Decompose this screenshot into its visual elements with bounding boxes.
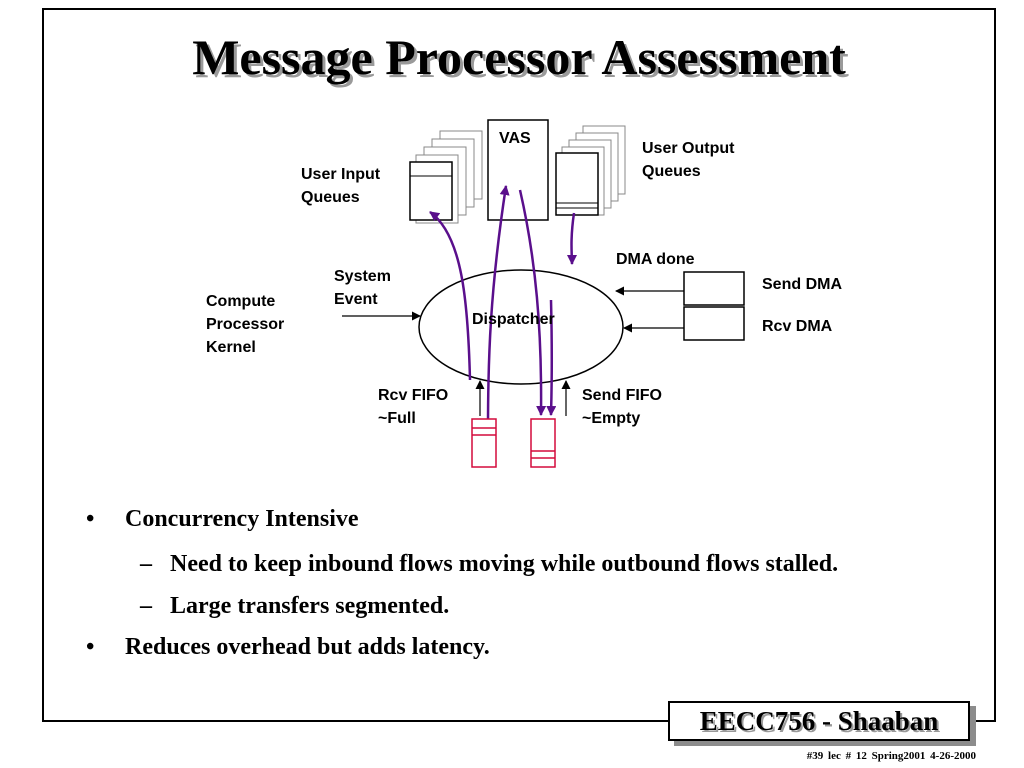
bullet-item: • Reduces overhead but adds latency. — [80, 632, 940, 662]
dma-done-label: DMA done — [616, 251, 695, 268]
send-fifo-label: Send FIFO ~Empty — [582, 387, 662, 427]
sub-bullet-text: Need to keep inbound flows moving while … — [170, 551, 839, 577]
send-dma-label: Send DMA — [762, 276, 842, 293]
rcv-dma-box — [683, 306, 745, 341]
rcv-dma-label: Rcv DMA — [762, 318, 833, 335]
bullet-marker: • — [86, 506, 95, 532]
user-input-queues-stack — [409, 130, 483, 224]
rcv-fifo-label: Rcv FIFO ~Full — [378, 387, 449, 427]
user-input-queues-label: User Input Queues — [301, 166, 381, 206]
rcv-fifo-box — [471, 418, 497, 468]
bullet-list: • Concurrency Intensive – Need to keep i… — [80, 504, 940, 676]
footer-info: #39 lec # 12 Spring2001 4-26-2000 — [806, 750, 976, 762]
compute-processor-kernel-label: Compute Processor Kernel — [206, 293, 285, 356]
user-output-queues-label: User Output Queues — [642, 140, 735, 180]
system-event-label: System Event — [334, 268, 391, 308]
sub-bullet-marker: – — [140, 551, 152, 577]
bullet-marker: • — [86, 634, 95, 660]
vas-label: VAS — [499, 130, 531, 147]
sub-bullet-item: – Large transfers segmented. — [80, 590, 940, 622]
dispatcher-label: Dispatcher — [472, 311, 555, 328]
bullet-item: • Concurrency Intensive — [80, 504, 940, 534]
sub-bullet-marker: – — [140, 593, 152, 619]
user-output-queues-stack — [555, 125, 626, 216]
send-fifo-box — [530, 418, 556, 468]
bullet-text: Reduces overhead but adds latency. — [125, 634, 490, 660]
flow-arrows — [429, 185, 577, 429]
send-dma-box — [683, 271, 745, 306]
course-badge: EECC756 - Shaaban — [668, 701, 970, 741]
sub-bullet-text: Large transfers segmented. — [170, 593, 450, 619]
slide-title: Message Processor Assessment — [192, 29, 846, 85]
vas-box — [487, 119, 549, 221]
bullet-text: Concurrency Intensive — [125, 506, 359, 532]
sub-bullet-item: – Need to keep inbound flows moving whil… — [80, 548, 940, 580]
